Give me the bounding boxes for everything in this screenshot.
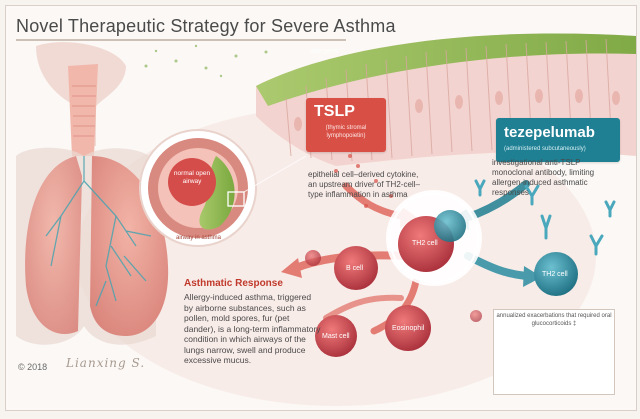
- th2-cell-label: TH2 cell: [412, 240, 438, 247]
- tslp-label-box: TSLP (thymic stromal lymphopoietin): [306, 98, 386, 152]
- eosinophil-label: Eosinophil: [392, 325, 425, 332]
- page-title: Novel Therapeutic Strategy for Severe As…: [16, 16, 396, 36]
- tslp-subtitle: (thymic stromal lymphopoietin): [325, 125, 367, 139]
- illustration-frame: 0.7placebo0.2tezepelumab Novel Therapeut…: [5, 5, 637, 411]
- exacerbation-chart-box: annualized exacerbations that required o…: [493, 309, 615, 395]
- trachea: [68, 64, 98, 156]
- tezepelumab-label-box: tezepelumab (administered subcutaneously…: [496, 118, 620, 162]
- small-cell: [470, 310, 482, 322]
- th2-cell-blocked: [534, 252, 578, 296]
- tezepelumab-description: investigational anti-TSLP monoclonal ant…: [492, 158, 595, 197]
- antibodies: [474, 179, 616, 256]
- b-cell-label: B cell: [346, 265, 364, 272]
- th2-cell-center: [386, 190, 482, 286]
- asthmatic-response-title: Asthmatic Response: [184, 278, 283, 289]
- tslp-description: epithelial cell–derived cytokine, an ups…: [308, 170, 420, 199]
- airway-cross-section: [139, 129, 307, 247]
- tezepelumab-subtitle: (administered subcutaneously): [504, 146, 586, 152]
- chart-title: annualized exacerbations that required o…: [496, 313, 612, 327]
- title-underline: [16, 39, 346, 41]
- left-lung: [25, 156, 82, 334]
- normal-airway-lumen: [168, 158, 216, 206]
- small-cell: [305, 250, 321, 266]
- mast-cell: [315, 315, 357, 357]
- mast-cell-label: Mast cell: [322, 333, 350, 340]
- copyright: © 2018: [18, 362, 48, 372]
- artist-signature: Lianxing S.: [66, 356, 146, 370]
- mucus-layer: [256, 33, 636, 106]
- tezepelumab-title: tezepelumab: [504, 124, 595, 141]
- airway-in-asthma-label: airway in asthma: [176, 235, 222, 241]
- tslp-title: TSLP: [314, 103, 355, 120]
- allergens-label: allergens: [310, 48, 339, 55]
- eosinophil: [385, 305, 431, 351]
- asthmatic-response-description: Allergy-induced asthma, triggered by air…: [184, 292, 321, 365]
- normal-airway-label: normal open airway: [173, 170, 211, 185]
- b-cell: [334, 246, 378, 290]
- bronchial-tree: [45, 156, 152, 307]
- zoom-marker: [227, 191, 245, 207]
- th2-blocked-label: TH2 cell: [542, 271, 568, 278]
- cytokine-dots: [334, 154, 393, 208]
